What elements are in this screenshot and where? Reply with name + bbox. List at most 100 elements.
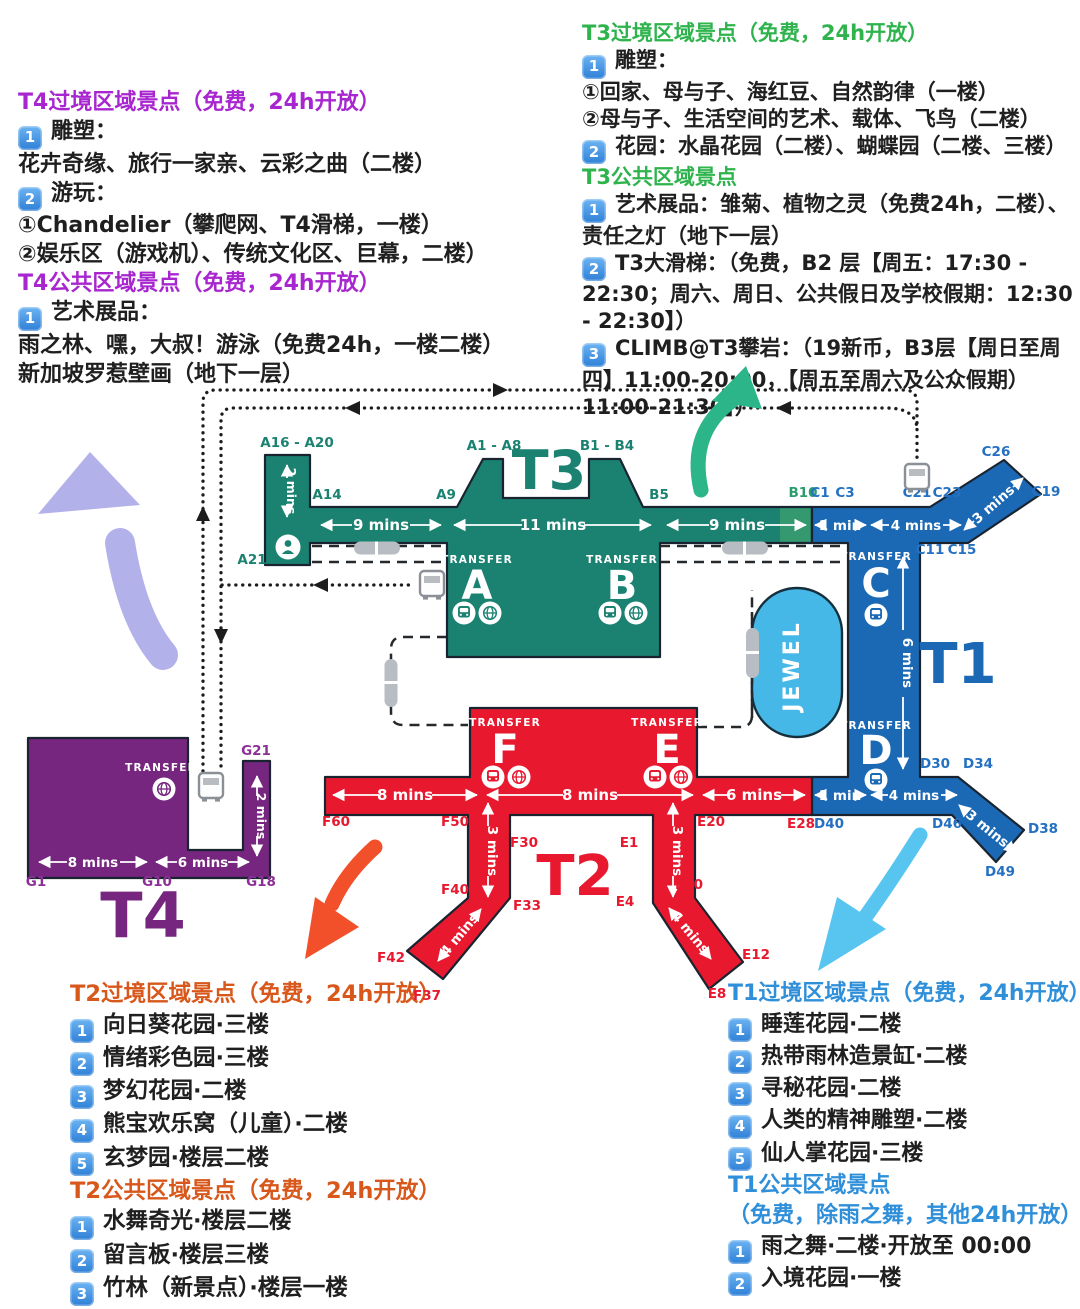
time-label: 8 mins: [68, 855, 118, 871]
gate-label: G10: [142, 874, 172, 890]
time-label: 8 mins: [562, 786, 618, 804]
time-label: 9 mins: [709, 516, 765, 534]
time-label: 4 mins: [889, 788, 939, 804]
number-badge: 2: [728, 1050, 752, 1074]
transfer-letter: B: [607, 563, 638, 609]
transfer-label: TRANSFER: [441, 554, 513, 566]
skytrain-icon: [598, 601, 622, 625]
transfer-station-a: TRANSFER A: [441, 554, 513, 625]
gate-label: F40: [441, 882, 469, 898]
globe-icon: [624, 601, 648, 625]
number-badge: 2: [70, 1248, 94, 1273]
gate-label: E28: [787, 816, 815, 832]
transfer-station-f: TRANSFER F: [469, 717, 541, 789]
globe-icon: [152, 777, 176, 801]
gate-label: F33: [513, 898, 541, 914]
bus-icon: [903, 462, 931, 493]
gate-labels-t1: C1 C3 C21 C23 C26 C19 C11 C15 D30 D34 D4…: [810, 444, 1060, 880]
number-badge: 3: [728, 1082, 752, 1107]
bus-route-dotted-lines: [196, 383, 919, 773]
list-item: 花卉奇缘、旅行一家亲、云彩之曲（二楼）: [18, 151, 437, 177]
gate-label: C26: [982, 444, 1011, 460]
gate-label: C23: [933, 485, 962, 501]
transfer-label: TRANSFER: [125, 762, 197, 774]
route-arrow-right-icon: [493, 383, 508, 397]
time-label: 3 mins: [484, 826, 500, 876]
gate-label: D38: [1028, 821, 1058, 837]
transfer-label: TRANSFER: [586, 554, 658, 566]
time-label: 2 mins: [284, 468, 299, 515]
skytrain-icon: [481, 765, 505, 789]
bus-icon: [418, 569, 446, 600]
number-badge: 3: [70, 1282, 94, 1306]
gate-label: C19: [1032, 484, 1061, 500]
transfer-label: TRANSFER: [469, 717, 541, 729]
gate-label: C11: [916, 542, 945, 558]
time-label: 4 mins: [891, 518, 941, 534]
list-item: ②娱乐区（游戏机）、传统文化区、巨幕，二楼）: [18, 242, 488, 267]
time-label: 6 mins: [178, 855, 228, 871]
skytrain-icon: [864, 768, 888, 792]
gate-label: F42: [377, 950, 405, 966]
hand-arrow-cyan: [818, 827, 928, 971]
number-badge: 1: [18, 125, 42, 150]
skytrain-vehicle-icon: [354, 541, 768, 707]
gate-labels-t3: A16 - A20 A14 A9 A1 - A8 B1 - B4 B5 A21 …: [237, 435, 817, 568]
terminal-t1-name: T1: [919, 632, 996, 697]
number-badge: 3: [70, 1085, 94, 1110]
gate-label: C1: [810, 485, 829, 501]
gate-label: D34: [963, 756, 993, 772]
gate-label: A1 - A8: [467, 438, 522, 454]
gate-label: G18: [246, 874, 276, 890]
route-arrow-left-icon: [776, 401, 791, 415]
number-badge: 1: [728, 1017, 752, 1042]
number-badge: 2: [728, 1272, 752, 1297]
t2-transit-heading: T2过境区域景点（免费，24h开放）: [70, 981, 441, 1007]
route-arrow-left-icon: [345, 401, 360, 415]
number-badge: 2: [18, 187, 42, 211]
transfer-station-t4: TRANSFER: [125, 762, 197, 801]
t2-public-heading: T2公共区域景点（免费，24h开放）: [70, 1177, 441, 1204]
terminal-t4-name: T4: [100, 879, 185, 952]
transfer-letter: D: [859, 728, 892, 774]
list-item: ①Chandelier（攀爬网、T4滑梯，一楼）: [18, 213, 443, 238]
gate-label: A9: [436, 487, 456, 503]
gate-label: A21: [237, 552, 266, 568]
globe-icon: [478, 601, 502, 625]
gate-label: E12: [742, 947, 770, 963]
time-label: 8 mins: [377, 786, 433, 804]
transfer-label: TRANSFER: [840, 551, 912, 563]
t4-public-heading: T4公共区域景点（免费，24h开放）: [18, 271, 381, 296]
terminal-t2-name: T2: [536, 844, 613, 909]
gate-label: B5: [649, 487, 669, 503]
t3-public-heading: T3公共区域景点: [582, 165, 737, 189]
gate-labels-t2: F60 F50 F30 F40 F33 F42 F37 E20 E1 E10 E…: [322, 814, 815, 1004]
number-badge: 2: [582, 257, 606, 281]
hand-arrow-green: [690, 366, 762, 498]
gate-label: F60: [322, 814, 350, 830]
route-arrow-down-icon: [214, 629, 228, 644]
terminal-t1-shape: [810, 458, 1043, 864]
t1-public-subheading: （免费，除雨之舞，其他24h开放）: [728, 1203, 1080, 1229]
gate-label: E8: [708, 986, 727, 1002]
transfer-station-e: TRANSFER E: [631, 717, 702, 789]
number-badge: 1: [70, 1018, 94, 1043]
transfer-letter: E: [653, 727, 680, 773]
